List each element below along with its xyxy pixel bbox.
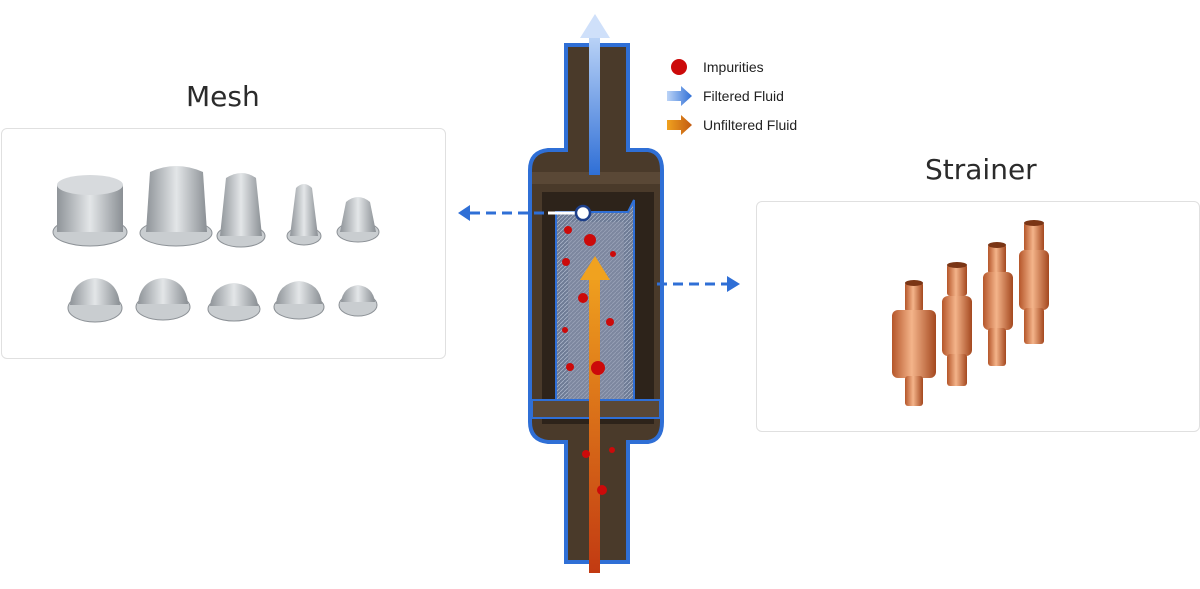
strainer-connector (657, 276, 740, 292)
impurity-dot-icon (665, 56, 693, 78)
mesh-disc-4 (273, 281, 325, 320)
connector-node (574, 204, 592, 222)
legend-unfiltered-label: Unfiltered Fluid (703, 117, 798, 133)
copper-strainer-4 (1019, 220, 1049, 344)
mesh-disc-5 (338, 285, 378, 317)
blue-arrow-icon (665, 85, 693, 107)
mesh-disc-1 (67, 278, 123, 323)
copper-strainer-2 (942, 262, 972, 386)
mesh-cap-4 (286, 184, 322, 246)
mesh-products (52, 166, 380, 323)
mesh-cap-3 (216, 173, 266, 248)
mesh-cap-1 (52, 175, 128, 247)
copper-strainer-3 (983, 242, 1013, 366)
mesh-disc-2 (135, 278, 191, 321)
unfiltered-flow-arrow (580, 256, 610, 573)
strainer-products (892, 220, 1049, 406)
orange-arrow-icon (665, 114, 693, 136)
mesh-cap-2 (139, 166, 213, 247)
mesh-cap-5 (336, 197, 380, 243)
filtered-flow-arrow (580, 14, 610, 175)
strainer-title: Strainer (925, 153, 1037, 186)
legend-impurities: Impurities (665, 56, 764, 78)
mesh-disc-3 (207, 283, 261, 322)
impurity-particles (562, 226, 616, 495)
legend-filtered-label: Filtered Fluid (703, 88, 784, 104)
mesh-title: Mesh (186, 80, 260, 113)
legend-unfiltered: Unfiltered Fluid (665, 114, 797, 136)
strainer-panel (756, 201, 1200, 432)
legend-impurities-label: Impurities (703, 59, 764, 75)
copper-strainer-1 (892, 280, 936, 406)
legend-filtered: Filtered Fluid (665, 85, 784, 107)
mesh-connector (458, 204, 592, 222)
